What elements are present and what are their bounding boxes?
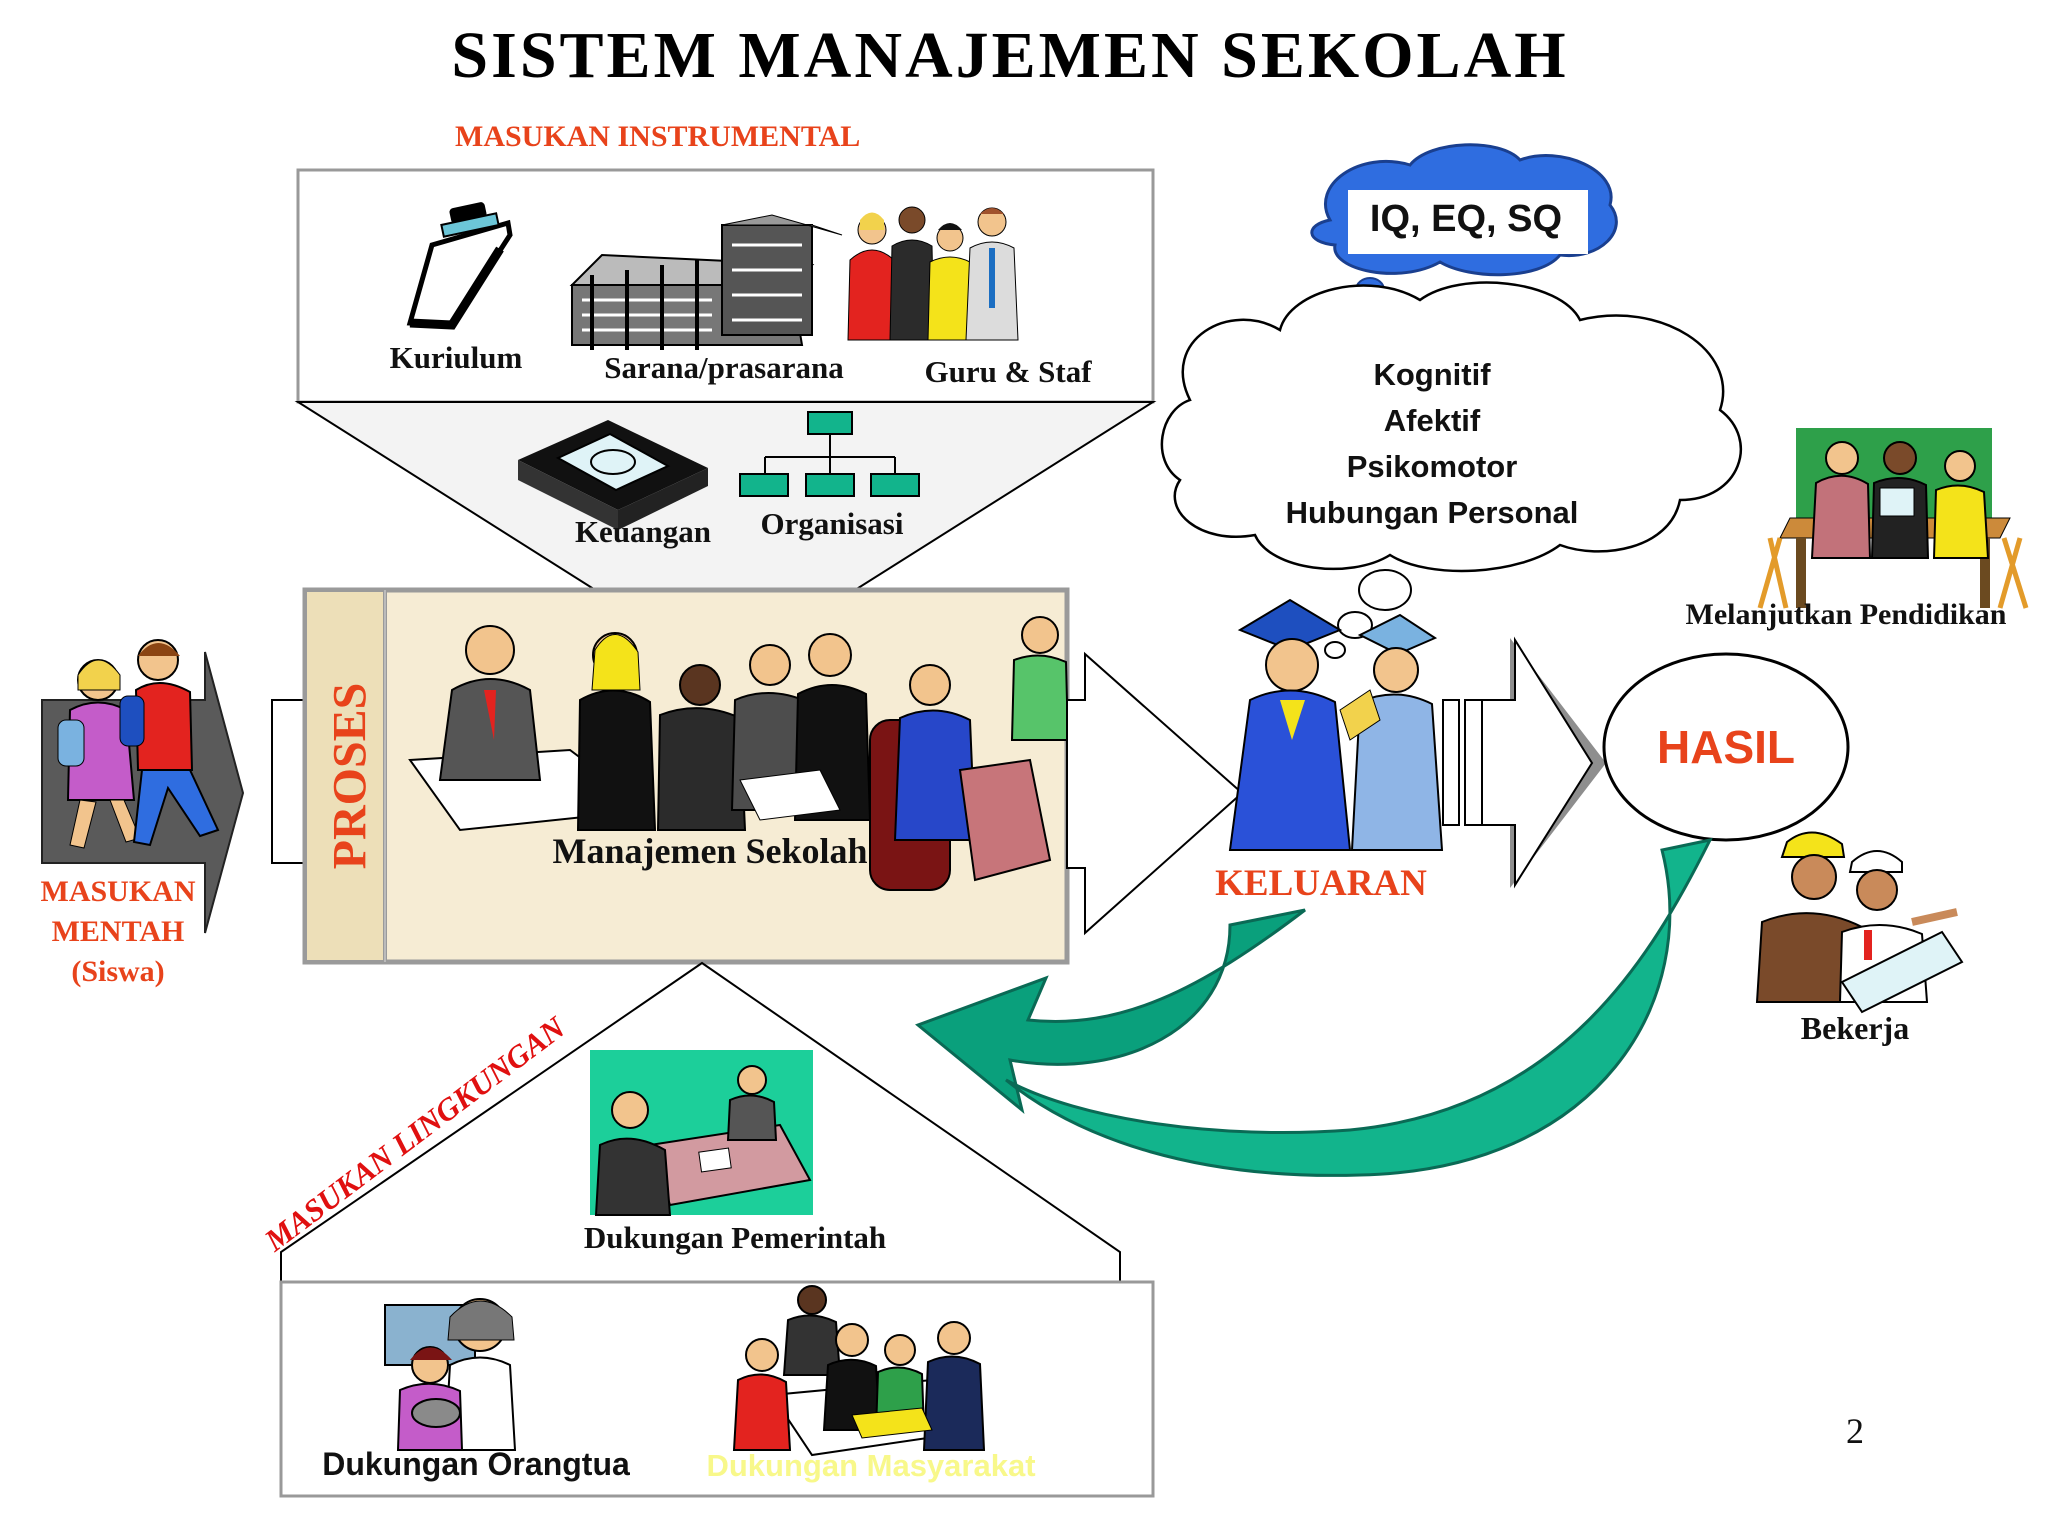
graduates-icon bbox=[1228, 598, 1444, 851]
page-number: 2 bbox=[1846, 1411, 1864, 1451]
label-guru-staf: Guru & Staf bbox=[924, 354, 1092, 389]
small-thought-text: IQ, EQ, SQ bbox=[1369, 198, 1563, 240]
study-group-icon bbox=[1757, 428, 2029, 609]
label-kurikulum: Kuriulum bbox=[389, 340, 523, 375]
process-output-arrow bbox=[1066, 651, 1244, 936]
process-side-label: PROSES bbox=[323, 682, 377, 870]
big-thought-cloud bbox=[1160, 281, 1743, 659]
raw-input-line1: MASUKAN bbox=[40, 875, 196, 908]
parent-child-icon bbox=[384, 1298, 517, 1451]
building-icon bbox=[569, 214, 843, 350]
label-sarana-prasarana: Sarana/prasarana bbox=[604, 350, 844, 385]
work-label: Bekerja bbox=[1800, 1010, 1910, 1046]
continue-education-label: Melanjutkan Pendidikan bbox=[1685, 598, 2007, 631]
thought-line-psikomotor: Psikomotor bbox=[1346, 449, 1518, 484]
instrumental-heading: MASUKAN INSTRUMENTAL bbox=[455, 120, 861, 153]
label-keuangan: Keuangan bbox=[574, 514, 712, 549]
meeting-icon bbox=[408, 616, 1070, 891]
feedback-arrows bbox=[915, 837, 1713, 1177]
parents-support-label: Dukungan Orangtua bbox=[322, 1446, 630, 1482]
raw-input-label: MASUKAN MENTAH (Siswa) bbox=[41, 872, 196, 992]
raw-input-line2: MENTAH bbox=[51, 915, 185, 948]
students-icon bbox=[57, 639, 220, 849]
org-chart-icon bbox=[739, 411, 920, 497]
small-thought-cloud bbox=[1310, 143, 1618, 334]
big-thought-text: Kognitif Afektif Psikomotor Hubungan Per… bbox=[1286, 352, 1579, 536]
government-support-label: Dukungan Pemerintah bbox=[583, 1220, 887, 1255]
people-icon bbox=[847, 206, 1019, 341]
thought-line-kognitif: Kognitif bbox=[1373, 357, 1491, 392]
result-ellipse bbox=[1602, 652, 1850, 842]
page-title: SISTEM MANAJEMEN SEKOLAH bbox=[451, 19, 1569, 92]
thought-line-hubungan-personal: Hubungan Personal bbox=[1285, 495, 1579, 530]
clipboard-icon bbox=[406, 202, 513, 330]
output-label: KELUARAN bbox=[1215, 863, 1427, 904]
result-label: HASIL bbox=[1657, 721, 1795, 773]
label-organisasi: Organisasi bbox=[760, 506, 904, 541]
raw-input-line3: (Siswa) bbox=[71, 955, 165, 988]
workers-icon bbox=[1755, 831, 1964, 1014]
thought-line-afektif: Afektif bbox=[1383, 403, 1481, 438]
government-meeting-icon bbox=[590, 1050, 813, 1216]
process-caption: Manajemen Sekolah bbox=[552, 831, 868, 871]
community-meeting-icon bbox=[732, 1285, 986, 1457]
result-arrow bbox=[1442, 636, 1606, 889]
community-support-label: Dukungan Masyarakat bbox=[706, 1448, 1036, 1483]
money-icon bbox=[518, 420, 708, 530]
